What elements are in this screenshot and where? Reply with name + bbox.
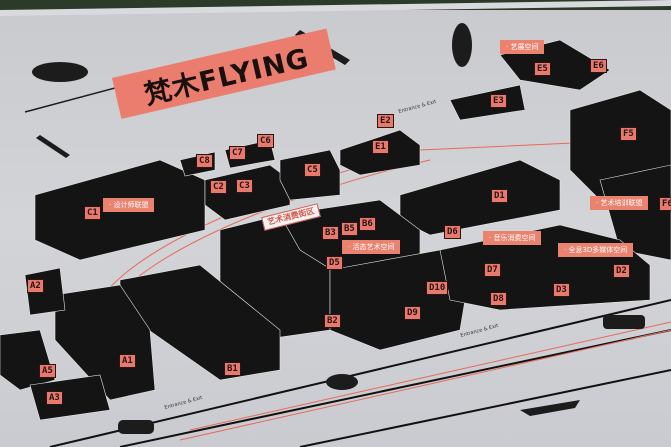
building-e5[interactable]: E5 bbox=[534, 62, 551, 76]
tag-music-space[interactable]: · 音乐消费空间 bbox=[483, 231, 542, 245]
building-b5[interactable]: B5 bbox=[341, 222, 358, 236]
building-c2[interactable]: C2 bbox=[210, 180, 227, 194]
building-shape bbox=[599, 164, 671, 261]
building-c6[interactable]: C6 bbox=[257, 134, 274, 148]
plane-icon bbox=[36, 135, 70, 158]
building-d8[interactable]: D8 bbox=[490, 292, 507, 306]
building-e1[interactable]: E1 bbox=[372, 140, 389, 154]
building-d5[interactable]: D5 bbox=[326, 256, 343, 270]
building-shape bbox=[449, 84, 526, 121]
building-b6[interactable]: B6 bbox=[359, 217, 376, 231]
tag-art-training[interactable]: · 艺术培训联盟 bbox=[590, 196, 649, 210]
building-c1[interactable]: C1 bbox=[84, 206, 101, 220]
board-edge bbox=[0, 0, 671, 16]
building-d1[interactable]: D1 bbox=[491, 189, 508, 203]
building-shape bbox=[399, 159, 561, 236]
building-a1[interactable]: A1 bbox=[119, 354, 136, 368]
building-a2[interactable]: A2 bbox=[27, 279, 44, 293]
building-c3[interactable]: C3 bbox=[236, 179, 253, 193]
building-d9[interactable]: D9 bbox=[404, 306, 421, 320]
building-c7[interactable]: C7 bbox=[229, 146, 246, 160]
tag-holo-space[interactable]: · 全息3D多媒体空间 bbox=[558, 243, 634, 257]
building-b2[interactable]: B2 bbox=[324, 314, 341, 328]
building-c8[interactable]: C8 bbox=[196, 154, 213, 168]
building-shape bbox=[29, 374, 111, 421]
building-shape bbox=[0, 329, 56, 391]
building-d10[interactable]: D10 bbox=[426, 281, 449, 295]
building-b3[interactable]: B3 bbox=[322, 226, 339, 240]
flying-person-icon bbox=[520, 400, 580, 416]
building-e6[interactable]: E6 bbox=[590, 59, 607, 73]
building-d7[interactable]: D7 bbox=[484, 263, 501, 277]
building-e3[interactable]: E3 bbox=[490, 94, 507, 108]
building-a5[interactable]: A5 bbox=[39, 364, 56, 378]
building-a3[interactable]: A3 bbox=[46, 391, 63, 405]
building-d6[interactable]: D6 bbox=[444, 225, 461, 239]
tag-designer-alliance[interactable]: · 设计师联盟 bbox=[103, 198, 155, 212]
building-c5[interactable]: C5 bbox=[304, 163, 321, 177]
ufo-icon bbox=[326, 374, 358, 390]
building-shape bbox=[54, 284, 156, 401]
tag-living-art-space[interactable]: · 活态艺术空间 bbox=[342, 240, 401, 254]
building-f6[interactable]: F6 bbox=[659, 197, 671, 211]
tag-exhibition-space[interactable]: · 艺展空间 bbox=[500, 40, 545, 54]
car-icon bbox=[603, 315, 645, 329]
building-d2[interactable]: D2 bbox=[613, 264, 630, 278]
car-icon bbox=[118, 420, 154, 434]
airship-icon bbox=[32, 62, 88, 82]
building-b1[interactable]: B1 bbox=[224, 362, 241, 376]
rocket-icon bbox=[452, 23, 472, 67]
building-d3[interactable]: D3 bbox=[553, 283, 570, 297]
roads bbox=[49, 299, 671, 447]
building-f5[interactable]: F5 bbox=[620, 127, 637, 141]
building-e2[interactable]: E2 bbox=[377, 114, 394, 128]
